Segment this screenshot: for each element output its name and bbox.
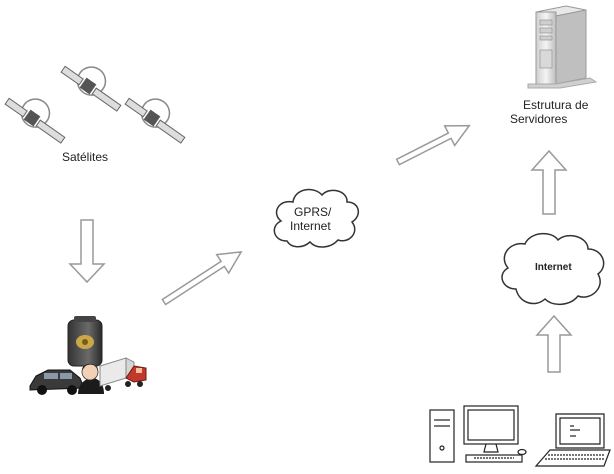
- person-icon: [78, 363, 104, 394]
- cloud-internet: [501, 232, 605, 305]
- desktop-computer-icon: [429, 405, 527, 463]
- arrow-up-icon: [535, 314, 573, 373]
- gps-tracker-icon: [67, 316, 103, 367]
- satellite-icon: [60, 65, 122, 112]
- cloud-center-label-line2: Internet: [290, 219, 331, 233]
- satellite-icon: [4, 97, 66, 144]
- truck-icon: [99, 357, 147, 391]
- arrow-up-right-icon: [395, 124, 471, 166]
- server-tower-icon: [527, 5, 598, 89]
- satellites-label: Satélites: [62, 150, 109, 164]
- satellite-icon: [124, 97, 186, 144]
- cloud-right-label: Internet: [535, 262, 572, 273]
- server-label-line1: Estrutura de: [523, 98, 589, 112]
- arrow-up-right-icon: [161, 250, 243, 306]
- arrow-up-icon: [530, 149, 568, 215]
- cloud-center-label-line1: GPRS/: [294, 205, 332, 219]
- laptop-icon: [534, 413, 611, 467]
- server-label-line2: Servidores: [510, 112, 568, 126]
- arrow-down-icon: [68, 219, 106, 284]
- cloud-gprs-internet: [273, 188, 359, 248]
- car-icon: [29, 369, 85, 395]
